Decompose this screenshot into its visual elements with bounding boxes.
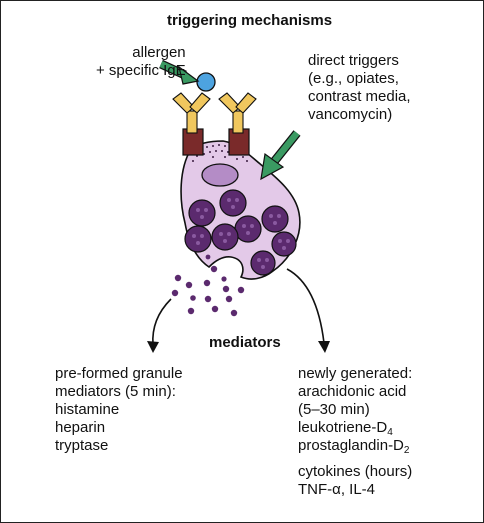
granule xyxy=(211,223,239,251)
allergen-circle xyxy=(196,72,216,92)
mediators-label: mediators xyxy=(209,334,281,351)
preformed-item: heparin xyxy=(55,419,106,436)
preformed-heading: pre-formed granule xyxy=(55,365,183,382)
granules xyxy=(184,189,297,276)
leukotriene-item: leukotriene-D4 xyxy=(298,419,393,438)
granule xyxy=(234,215,262,243)
nucleus xyxy=(201,163,239,187)
preformed-heading: mediators (5 min): xyxy=(55,383,176,400)
granule xyxy=(219,189,247,217)
direct-triggers-label: direct triggers (e.g., opiates, contrast… xyxy=(308,52,411,124)
ige-antibody-right xyxy=(218,92,257,134)
granule xyxy=(184,225,212,253)
preformed-arrow xyxy=(147,298,172,353)
released-mediator-dots xyxy=(171,254,245,317)
allergen-label-line: + specific IgE xyxy=(96,62,186,79)
prostaglandin-item: prostaglandin-D2 xyxy=(298,437,410,456)
preformed-item: histamine xyxy=(55,401,120,418)
granule xyxy=(271,231,297,257)
newly-generated-heading: (5–30 min) xyxy=(298,401,370,418)
direct-triggers-line: vancomycin) xyxy=(308,106,393,123)
preformed-item: tryptase xyxy=(55,437,109,454)
direct-triggers-line: (e.g., opiates, xyxy=(308,70,399,87)
direct-triggers-line: direct triggers xyxy=(308,52,399,69)
granule xyxy=(250,250,276,276)
allergen-label-line: allergen xyxy=(132,44,186,61)
granule-texture xyxy=(192,198,290,269)
ige-antibody-left xyxy=(172,92,211,134)
cytokines-item: TNF-α, IL-4 xyxy=(298,481,376,498)
diagram-title: triggering mechanisms xyxy=(167,12,333,29)
direct-trigger-arrow xyxy=(260,130,301,181)
granule xyxy=(261,205,289,233)
allergen-label: allergen + specific IgE xyxy=(96,44,186,80)
direct-triggers-line: contrast media, xyxy=(308,88,411,105)
preformed-mediators: pre-formed granule mediators (5 min): hi… xyxy=(55,365,183,455)
newly-generated-heading: newly generated: xyxy=(298,365,413,382)
allergen-arrow xyxy=(159,59,200,85)
newly-generated-arrow xyxy=(286,268,330,353)
granule xyxy=(188,199,216,227)
cytokines-item: cytokines (hours) xyxy=(298,463,413,480)
newly-generated-mediators: newly generated: arachidonic acid (5–30 … xyxy=(298,365,412,499)
newly-generated-heading: arachidonic acid xyxy=(298,383,407,400)
